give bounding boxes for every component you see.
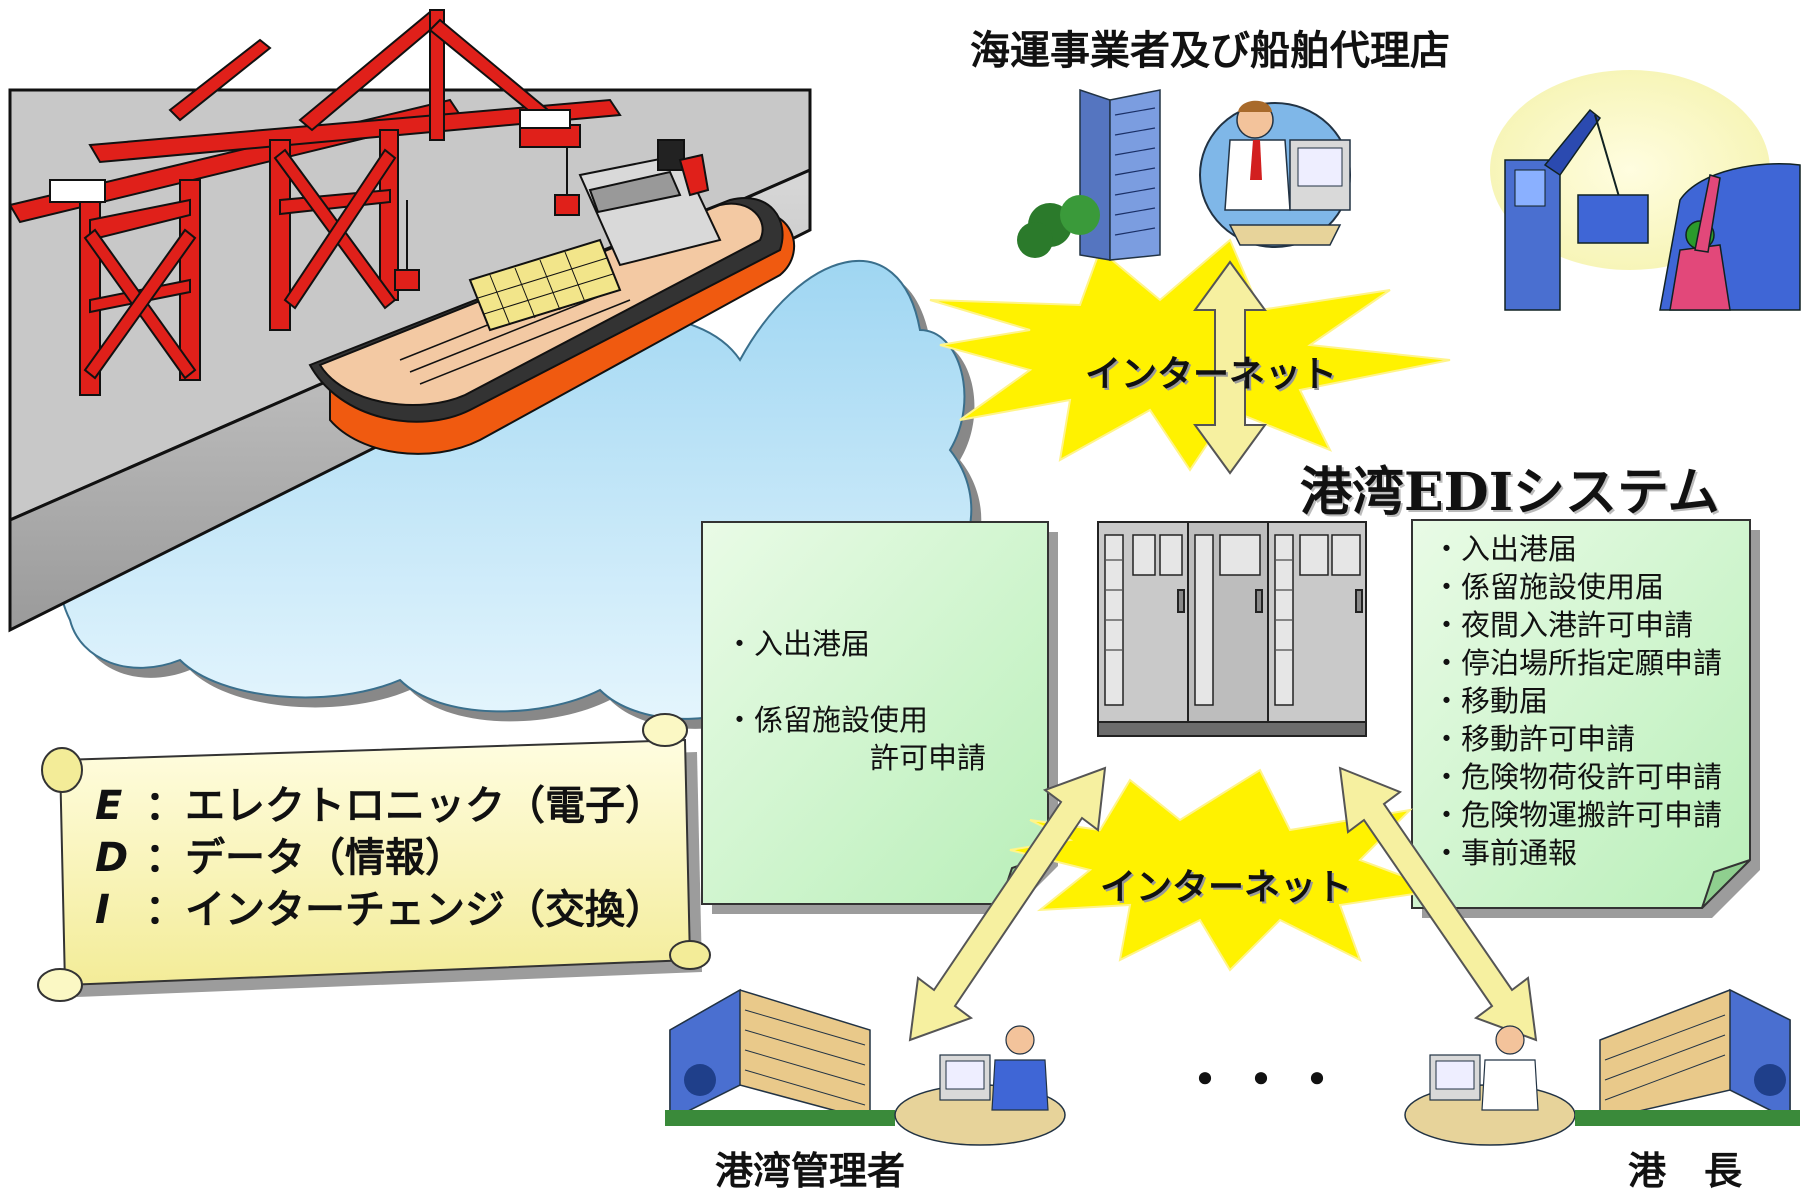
- scroll-definitions: E ：エレクトロニック（電子） D ：データ（情報） I ：インターチェンジ（交…: [95, 780, 665, 936]
- double-arrow-right: [1338, 766, 1538, 1042]
- ellipsis: ・・・: [1180, 1051, 1348, 1109]
- office-tower-icon: [1017, 88, 1161, 261]
- right-note-item: ・事前通報: [1432, 836, 1578, 870]
- scroll-row-e: E ：エレクトロニック（電子）: [95, 780, 665, 832]
- right-note-item: ・係留施設使用届: [1432, 570, 1665, 604]
- top-title: 海運事業者及び船舶代理店: [970, 28, 1450, 74]
- left-note-item: 許可申請: [870, 741, 987, 775]
- scroll-text: ：データ（情報）: [145, 835, 465, 881]
- right-note-paper: [1411, 519, 1760, 918]
- double-arrow-left: [908, 766, 1107, 1042]
- double-arrow-vertical: [1193, 260, 1267, 475]
- right-note-item: ・危険物運搬許可申請: [1432, 798, 1723, 832]
- right-note-item: ・移動届: [1432, 684, 1549, 718]
- server-rack-icon: [1097, 521, 1367, 737]
- scroll-key: D: [95, 835, 129, 881]
- scroll-row-d: D ：データ（情報）: [95, 832, 665, 884]
- scroll-row-i: I ：インターチェンジ（交換）: [95, 884, 665, 936]
- port-worker-icon: [1490, 70, 1801, 311]
- internet-burst-bottom: [1009, 768, 1444, 972]
- right-note-item: ・入出港届: [1432, 532, 1578, 566]
- internet-label-bottom: インターネット: [1100, 867, 1353, 908]
- internet-burst-top: [929, 238, 1451, 472]
- left-note-item: ・係留施設使用: [725, 703, 929, 737]
- scroll-key: E: [95, 783, 123, 829]
- scroll-text: ：エレクトロニック（電子）: [145, 783, 665, 829]
- container-ship-icon: [308, 139, 796, 455]
- right-note-item: ・危険物荷役許可申請: [1432, 760, 1723, 794]
- right-note: ・入出港届 ・係留施設使用届 ・夜間入港許可申請 ・停泊場所指定願申請 ・移動届…: [1432, 530, 1722, 872]
- scroll-text: ：インターチェンジ（交換）: [145, 887, 665, 933]
- internet-label-top: インターネット: [1085, 354, 1338, 395]
- harbor-master-label: 港 長: [1628, 1149, 1743, 1193]
- left-note: ・入出港届 ・係留施設使用 許可申請: [725, 625, 986, 777]
- office-worker-icon: [1199, 100, 1351, 248]
- right-note-item: ・停泊場所指定願申請: [1432, 646, 1723, 680]
- right-note-item: ・移動許可申請: [1432, 722, 1636, 756]
- left-note-paper: [701, 521, 1058, 914]
- left-note-item: ・入出港届: [725, 627, 871, 661]
- office-building-icon: [665, 988, 895, 1126]
- left-note-spacer: [725, 663, 986, 701]
- port-manager-label: 港湾管理者: [715, 1149, 906, 1193]
- right-note-item: ・夜間入港許可申請: [1432, 608, 1694, 642]
- office-building-icon: [1575, 988, 1800, 1126]
- crane-icon: [8, 9, 622, 396]
- scroll-banner: [37, 713, 711, 1002]
- desk-worker-icon: [894, 1025, 1066, 1146]
- scroll-key: I: [95, 887, 110, 933]
- system-title: 港湾EDIシステム: [1300, 462, 1720, 523]
- desk-worker-icon: [1404, 1025, 1576, 1146]
